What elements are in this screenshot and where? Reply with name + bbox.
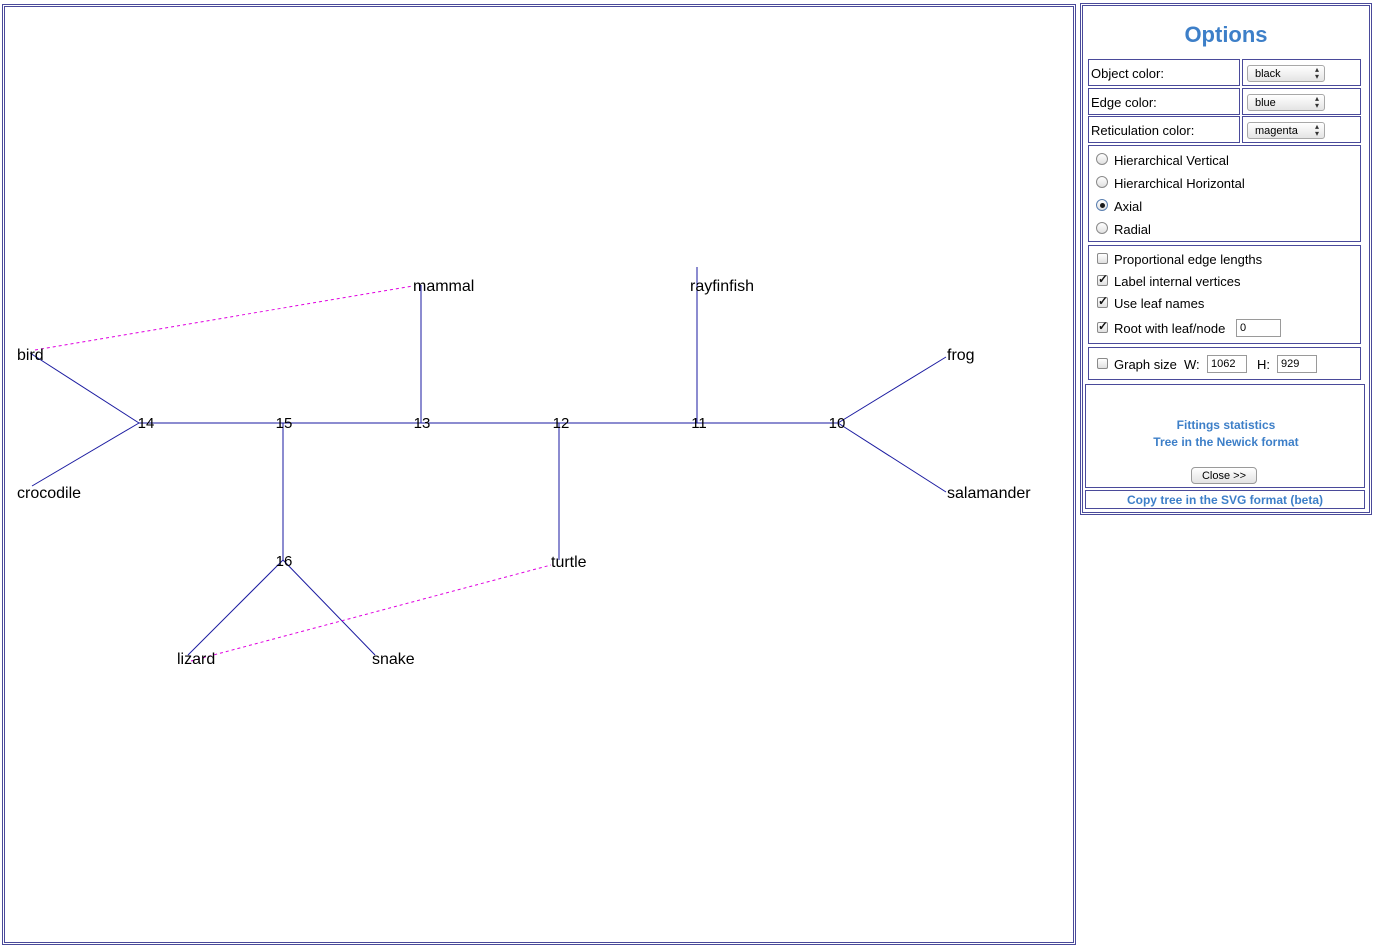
graph-canvas: mammal rayfinfish bird frog 14 15 13 12 11 10 croc… — [2, 4, 1076, 945]
newick-format-link[interactable]: Tree in the Newick format — [1153, 435, 1299, 449]
checkbox-label: Use leaf names — [1114, 296, 1205, 311]
internal-vertex-10: 10 — [829, 415, 846, 432]
checkmark-icon: ✓ — [1098, 294, 1109, 308]
graph-size-row: Graph size W: 1062 H: 929 — [1088, 347, 1361, 380]
proportional-edge-lengths-checkbox[interactable] — [1097, 253, 1108, 264]
edge-16-snake — [282, 559, 376, 656]
internal-vertex-16: 16 — [276, 553, 293, 570]
radio-label: Axial — [1114, 199, 1143, 214]
edge-color-select-cell: blue ▴▾ — [1242, 88, 1361, 115]
reticulation-color-label: Reticulation color: — [1091, 123, 1195, 138]
edge-16-lizard — [187, 559, 284, 656]
leaf-label-bird: bird — [17, 347, 44, 364]
radio-axial[interactable] — [1096, 199, 1108, 211]
object-color-select-cell: black ▴▾ — [1242, 59, 1361, 86]
edge-color-value: blue — [1255, 97, 1276, 109]
checkbox-label: Root with leaf/node — [1114, 321, 1226, 336]
reticulation-color-value: magenta — [1255, 125, 1298, 137]
leaf-label-lizard: lizard — [177, 651, 215, 668]
leaf-label-snake: snake — [372, 651, 415, 668]
use-leaf-names-checkbox[interactable]: ✓ — [1097, 294, 1109, 308]
leaf-label-crocodile: crocodile — [17, 485, 81, 502]
radio-label: Radial — [1114, 222, 1151, 237]
radio-label: Hierarchical Horizontal — [1114, 176, 1245, 191]
graph-width-input[interactable]: 1062 — [1207, 355, 1247, 373]
updown-arrows-icon: ▴▾ — [1314, 122, 1319, 138]
reticulation-color-select-cell: magenta ▴▾ — [1242, 116, 1361, 143]
reticulation-color-label-cell: Reticulation color: — [1088, 116, 1240, 143]
checkmark-icon: ✓ — [1098, 319, 1109, 333]
copy-svg-link[interactable]: Copy tree in the SVG format (beta) — [1126, 493, 1324, 507]
root-node-input[interactable]: 0 — [1236, 319, 1281, 337]
leaf-label-turtle: turtle — [551, 554, 587, 571]
leaf-label-mammal: mammal — [413, 278, 474, 295]
graph-height-input[interactable]: 929 — [1277, 355, 1317, 373]
updown-arrows-icon: ▴▾ — [1314, 94, 1319, 110]
updown-arrows-icon: ▴▾ — [1314, 65, 1319, 81]
close-button[interactable]: Close >> — [1191, 467, 1257, 484]
label-internal-vertices-checkbox[interactable]: ✓ — [1097, 272, 1109, 286]
leaf-label-rayfinfish: rayfinfish — [690, 278, 754, 295]
options-title: Options — [1184, 22, 1268, 47]
radio-hierarchical-horizontal[interactable] — [1096, 176, 1108, 188]
internal-vertex-14: 14 — [138, 415, 155, 432]
object-color-value: black — [1255, 68, 1281, 80]
radio-hierarchical-vertical[interactable] — [1096, 153, 1108, 165]
edge-bird-14 — [29, 352, 140, 424]
radio-selected-dot — [1099, 202, 1105, 208]
internal-vertex-12: 12 — [553, 415, 570, 432]
checkbox-label: Label internal vertices — [1114, 274, 1241, 289]
options-panel: Options Object color: black ▴▾ Edge colo… — [1080, 3, 1372, 515]
height-label: H: — [1257, 357, 1270, 372]
edge-color-select[interactable]: blue ▴▾ — [1247, 94, 1325, 111]
checkbox-label: Proportional edge lengths — [1114, 252, 1263, 267]
internal-vertex-13: 13 — [414, 415, 431, 432]
root-with-leaf-node-checkbox[interactable]: ✓ — [1097, 319, 1109, 333]
object-color-label-cell: Object color: — [1088, 59, 1240, 86]
radio-label: Hierarchical Vertical — [1114, 153, 1229, 168]
internal-vertex-11: 11 — [691, 415, 707, 432]
checkmark-icon: ✓ — [1098, 272, 1109, 286]
leaf-label-salamander: salamander — [947, 485, 1031, 502]
edge-crocodile-14 — [31, 422, 140, 487]
internal-vertex-15: 15 — [276, 415, 293, 432]
edge-color-label: Edge color: — [1091, 95, 1157, 110]
options-checkbox-group: Proportional edge lengths ✓ Label intern… — [1088, 245, 1361, 344]
edge-color-label-cell: Edge color: — [1088, 88, 1240, 115]
reticulation-color-select[interactable]: magenta ▴▾ — [1247, 122, 1325, 139]
phylogenetic-network: mammal rayfinfish bird frog 14 15 13 12 11 10 croc… — [17, 267, 1031, 668]
graph-size-label: Graph size — [1114, 357, 1177, 372]
width-label: W: — [1184, 357, 1200, 372]
fittings-statistics-link[interactable]: Fittings statistics — [1176, 418, 1276, 432]
radio-radial[interactable] — [1096, 222, 1108, 234]
edge-10-salamander — [837, 422, 947, 493]
reticulation-bird-mammal — [34, 285, 414, 351]
object-color-select[interactable]: black ▴▾ — [1247, 65, 1325, 82]
graph-size-checkbox[interactable] — [1097, 358, 1108, 369]
layout-radio-group: Hierarchical Vertical Hierarchical Horiz… — [1088, 145, 1361, 242]
edge-10-frog — [837, 356, 947, 424]
object-color-label: Object color: — [1091, 66, 1164, 81]
reticulation-lizard-turtle — [190, 564, 552, 662]
leaf-label-frog: frog — [947, 347, 975, 364]
svg-link-row: Copy tree in the SVG format (beta) — [1085, 490, 1365, 509]
